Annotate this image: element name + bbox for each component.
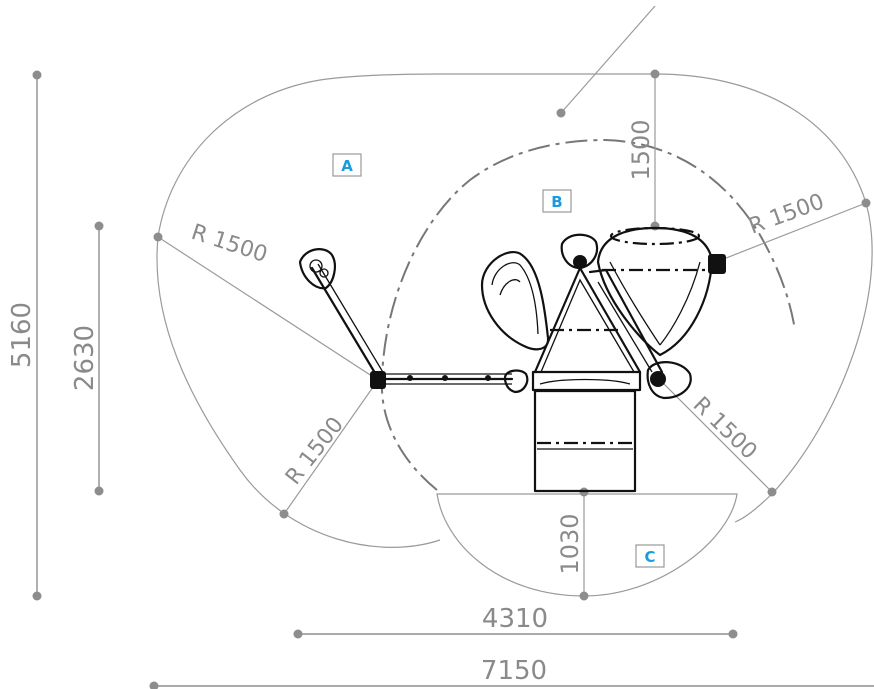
tower-platform: [531, 370, 642, 392]
dim-dot-zone-b-top: [650, 69, 660, 79]
radius-label-bottom-left: R 1500: [281, 413, 349, 490]
radius-label-top-right: R 1500: [746, 189, 828, 239]
radius-dot-top-left: [153, 232, 163, 242]
dim-text-inner-width: 4310: [482, 604, 548, 634]
zone-b-box: [542, 189, 572, 213]
climbing-hold-top: [560, 233, 599, 270]
radius-line-bottom-left: [283, 379, 379, 515]
dim-dot-inner-height-top: [94, 221, 104, 231]
radius-line-top-left: [157, 236, 379, 381]
dim-text-inner-height: 2630: [70, 325, 100, 391]
dim-dot-zone-c-bottom: [579, 591, 589, 601]
dim-text-zone-c-depth: 1030: [556, 513, 584, 574]
dim-dot-inner-width-left: [293, 629, 303, 639]
zone-c-box: [635, 544, 665, 568]
radius-line-top-right: [715, 202, 867, 263]
climbing-hold-right: [646, 361, 692, 400]
dim-dot-overall-width-left: [149, 681, 159, 689]
playground-equipment: [298, 226, 726, 493]
post-left: [370, 371, 386, 389]
slide-panel: [480, 251, 550, 351]
zone-c-boundary: [436, 493, 738, 597]
dim-dot-overall-height-top: [32, 70, 42, 80]
zone-a-box: [332, 153, 362, 177]
radius-line-bottom-right: [659, 379, 773, 493]
zone-a-label: A: [341, 157, 353, 175]
radius-dot-bottom-right: [767, 487, 777, 497]
zone-a-boundary: [156, 73, 873, 548]
dim-dot-inner-height-bottom: [94, 486, 104, 496]
diagonal-beam: [310, 266, 380, 380]
dim-text-overall-width: 7150: [481, 656, 547, 686]
tower-base: [533, 389, 637, 493]
radius-label-top-left: R 1500: [188, 220, 270, 268]
zone-b-label: B: [551, 193, 562, 211]
dim-text-zone-b-clearance: 1500: [627, 119, 655, 180]
radius-dot-top-right: [861, 198, 871, 208]
radius-dot-bottom-left: [279, 509, 289, 519]
climbing-hold-beam: [503, 369, 529, 394]
zone-c-label: C: [644, 548, 655, 566]
basket-dome: [596, 226, 726, 357]
radius-label-bottom-right: R 1500: [688, 392, 762, 464]
dim-dot-zone-b-bottom: [650, 221, 660, 231]
dim-text-overall-height: 5160: [7, 302, 37, 368]
climbing-hold-left: [298, 248, 336, 290]
dim-dot-inner-width-right: [728, 629, 738, 639]
dim-dot-overall-height-bottom: [32, 591, 42, 601]
leader-line: [560, 5, 656, 114]
leader-dot: [556, 108, 566, 118]
